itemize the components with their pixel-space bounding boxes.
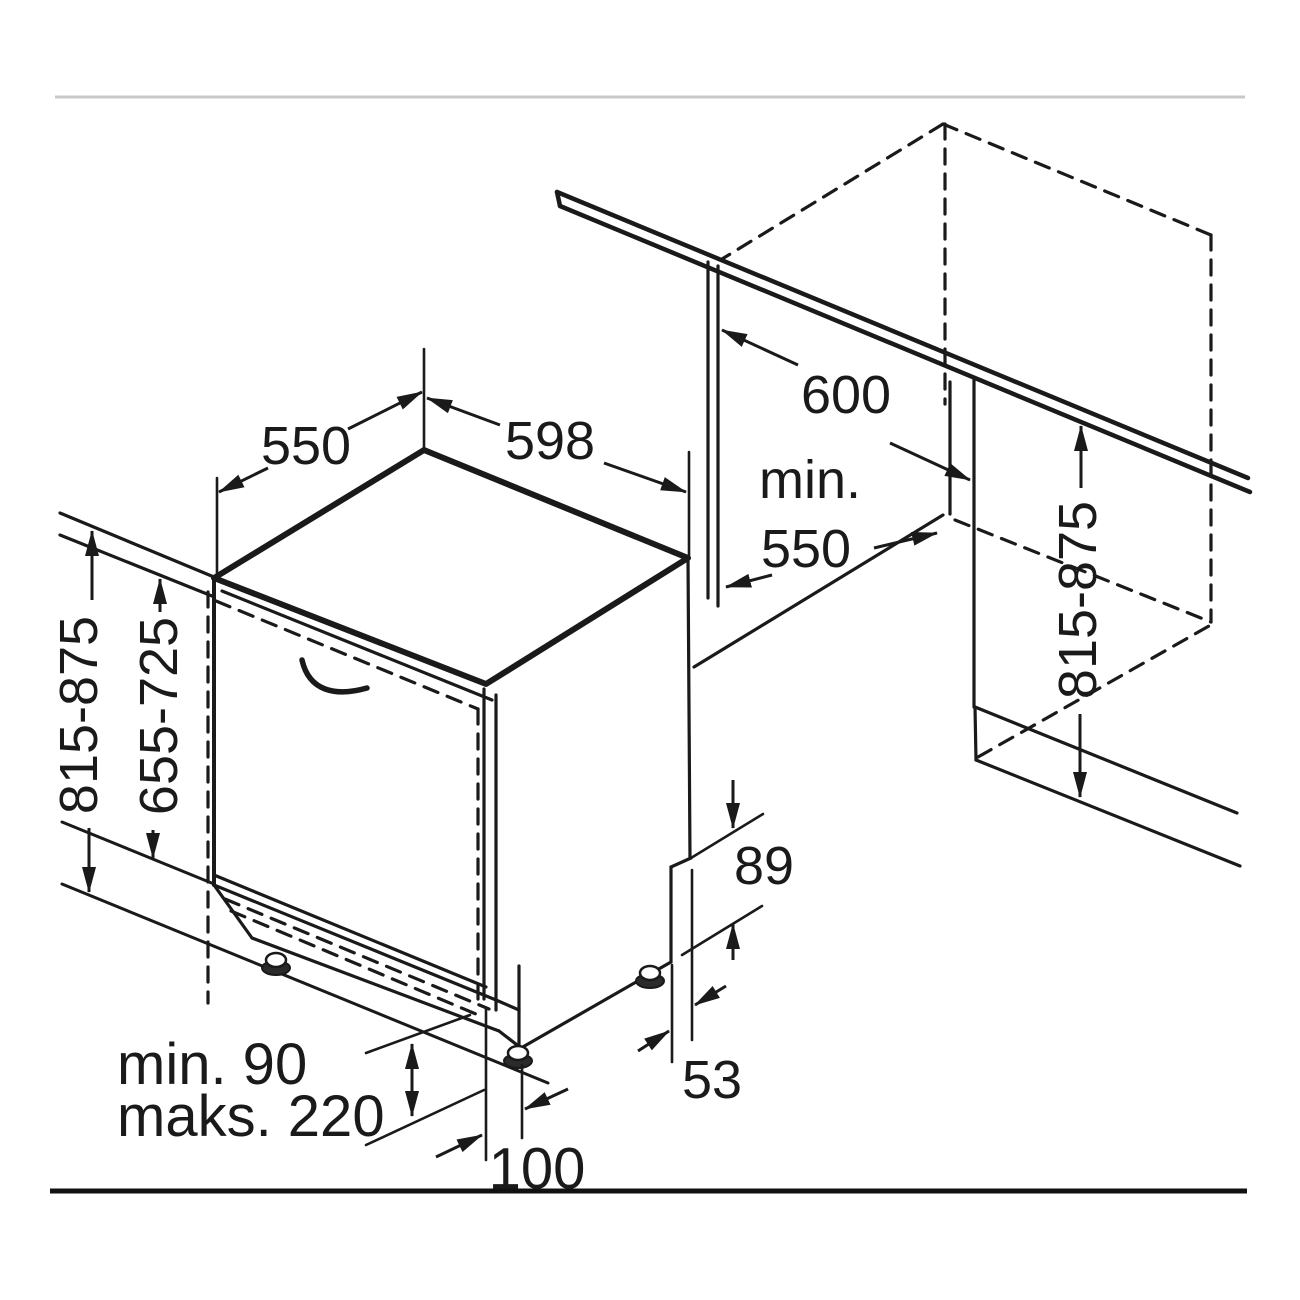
front-left-foot xyxy=(261,951,291,976)
door-bottom-edge-upper xyxy=(212,873,488,989)
dim-53-arrow-left xyxy=(637,1029,670,1053)
dim-rear-foot-offset-label: 53 xyxy=(682,1050,742,1110)
niche-dashed-cavity xyxy=(720,122,1218,759)
rear-edge xyxy=(686,556,692,860)
dim-53-arrow-right xyxy=(694,984,727,1007)
dim-plinth-max-label: maks. 220 xyxy=(117,1084,385,1149)
adjustable-feet xyxy=(261,951,665,1069)
dim-rear-step-label: 89 xyxy=(734,836,794,896)
dim-panel-height-label: 655-725 xyxy=(129,617,189,815)
niche-side-panels xyxy=(692,260,1242,868)
dishwasher-top-face xyxy=(211,447,691,687)
base-front-join xyxy=(494,998,521,1012)
dim-min550-arrow-right xyxy=(873,531,938,550)
door-top-edge xyxy=(220,589,494,702)
dim-550-arrow-right xyxy=(347,390,423,431)
floor-reference-lines xyxy=(60,820,550,1085)
dim-598-arrow-right xyxy=(603,461,687,494)
plinth-top-tick xyxy=(364,1013,472,1055)
dim-550-arrow-left xyxy=(218,466,269,494)
dim-counter-depth-label: 600 xyxy=(801,365,891,425)
step89-top-tick xyxy=(689,812,765,860)
door-handle xyxy=(299,657,370,695)
dim-niche-depth-label-line1: min. xyxy=(759,450,861,510)
plinth-bottom-edge xyxy=(250,936,501,1033)
dimension-arrows xyxy=(82,328,1088,1159)
kitchen-counter xyxy=(554,189,1253,495)
dim-plinth-min-label: min. 90 xyxy=(117,1032,307,1097)
dishwasher-body xyxy=(206,447,693,1050)
dim-100-arrow-right xyxy=(524,1087,569,1111)
rear-notch-step xyxy=(669,856,693,869)
dim-600-arrow-right xyxy=(889,441,971,482)
dim-100-arrow-left xyxy=(435,1133,483,1159)
plinth-bottom-tick xyxy=(364,1088,486,1147)
dim-width-label: 598 xyxy=(505,411,595,471)
dim-top-depth-label: 550 xyxy=(261,416,351,476)
door-bottom-edge-lower xyxy=(212,883,498,1002)
dim-niche-depth-label-line2: 550 xyxy=(761,519,851,579)
furniture-door-dashed-outline xyxy=(206,590,491,1019)
step89-bottom-tick xyxy=(680,904,764,957)
dim-min550-arrow-left xyxy=(725,573,773,589)
side-rear-foot xyxy=(635,964,665,989)
dim-appliance-height-label: 815-875 xyxy=(49,616,109,814)
front-right-foot xyxy=(503,1044,533,1069)
dim-front-foot-offset-label: 100 xyxy=(489,1137,586,1202)
dim-600-arrow-left xyxy=(721,328,799,367)
dim-niche-height-label: 815-875 xyxy=(1048,501,1108,699)
dim-598-arrow-left xyxy=(426,396,501,427)
worktop-edge-left xyxy=(58,511,216,598)
extension-ticks xyxy=(215,347,765,1162)
